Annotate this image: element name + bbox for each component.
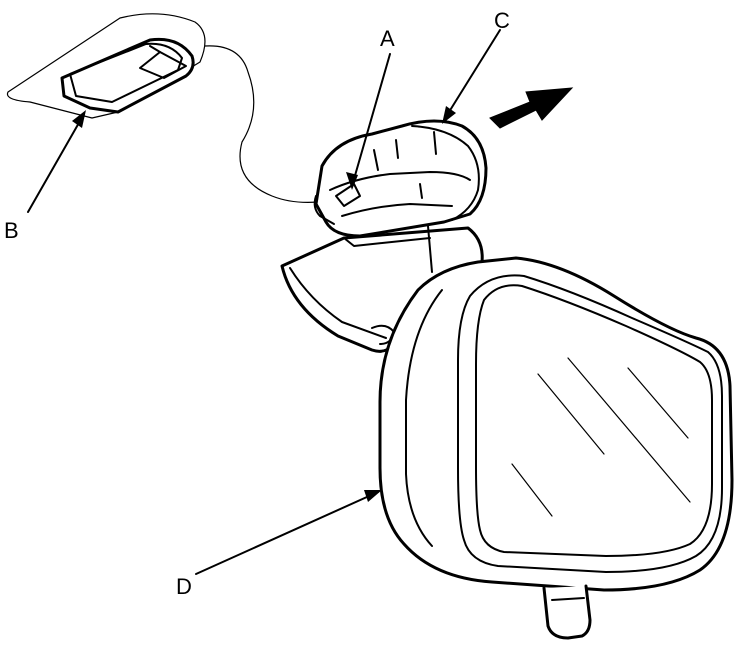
mirror-cover (313, 119, 488, 238)
callout-d: D (176, 490, 382, 599)
callout-label-b: B (4, 218, 19, 243)
callout-b: B (4, 110, 86, 243)
callout-a: A (346, 26, 395, 190)
alignment-line (204, 45, 319, 203)
arrow-upper-right (489, 87, 574, 129)
callout-label-a: A (380, 26, 395, 51)
callout-label-c: C (494, 8, 510, 33)
windshield-bracket (6, 13, 206, 119)
mirror-mount (280, 225, 484, 353)
rearview-mirror (378, 256, 734, 640)
callout-label-d: D (176, 574, 192, 599)
callout-c: C (442, 8, 510, 124)
